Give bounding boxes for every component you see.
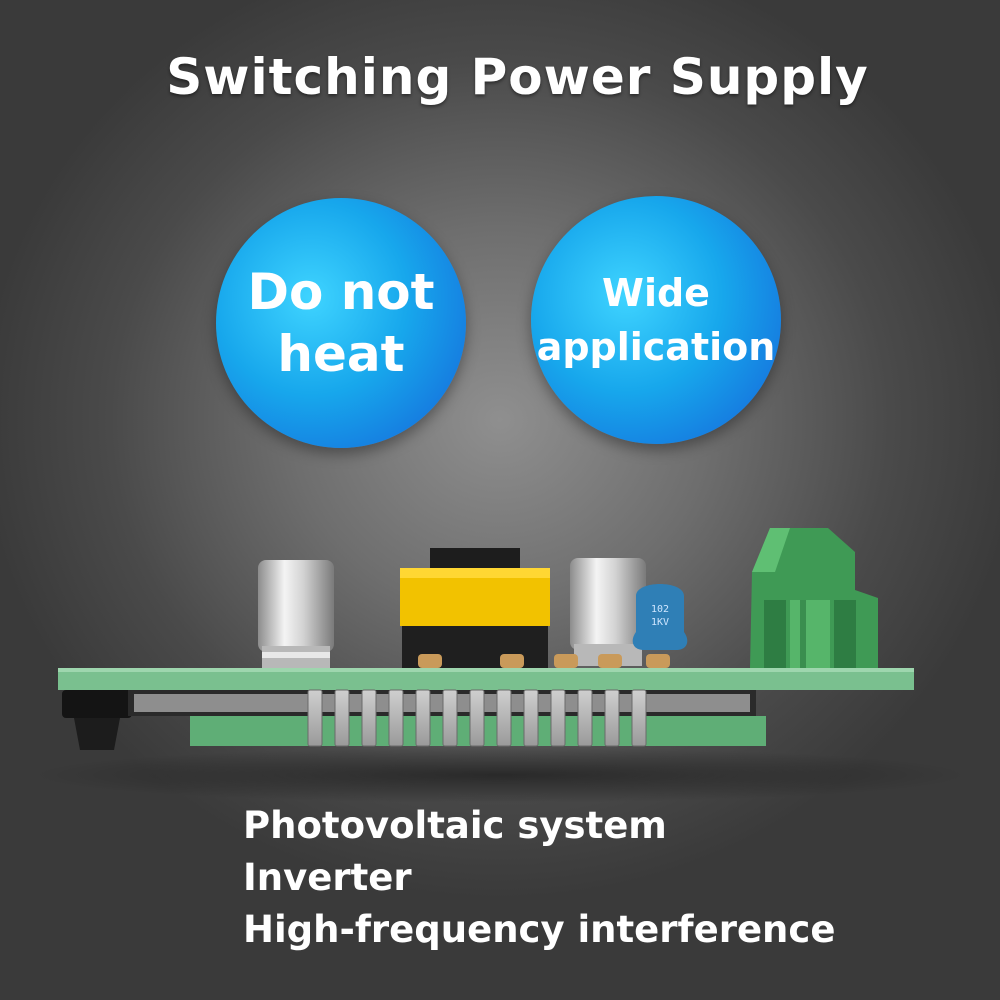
- header-pin: [550, 689, 566, 747]
- transformer: [400, 548, 550, 670]
- terminal-block: [750, 528, 878, 668]
- badge-wide-application: Wide application: [531, 196, 781, 444]
- badge-line: Do not: [247, 263, 435, 321]
- badge-line: application: [536, 325, 776, 369]
- mounting-knob: [62, 690, 132, 750]
- header-pin: [496, 689, 512, 747]
- ceramic-capacitor: 102 1KV: [632, 584, 688, 650]
- feature-item: High-frequency interference: [243, 908, 836, 951]
- header-pin: [631, 689, 647, 747]
- badge-line: Wide: [602, 271, 710, 315]
- header-pin: [307, 689, 323, 747]
- header-pin: [361, 689, 377, 747]
- page-title: Switching Power Supply: [166, 48, 869, 106]
- header-pin: [577, 689, 593, 747]
- header-pin: [469, 689, 485, 747]
- header-pin: [523, 689, 539, 747]
- header-pin: [388, 689, 404, 747]
- feature-list: Photovoltaic system Inverter High-freque…: [243, 800, 835, 956]
- badge-do-not-heat: Do not heat: [216, 198, 466, 448]
- floor-shadow: [30, 747, 970, 803]
- electrolytic-capacitor: [258, 560, 334, 668]
- header-window: [134, 694, 750, 712]
- header-pin: [415, 689, 431, 747]
- badge-line: heat: [277, 325, 405, 383]
- pcb-edge: [58, 668, 914, 672]
- feature-item: Photovoltaic system: [243, 804, 667, 847]
- header-pin: [334, 689, 350, 747]
- solder-pads: [418, 654, 670, 668]
- capacitor-marking: 102: [651, 604, 669, 615]
- capacitor-marking: 1KV: [651, 617, 669, 628]
- pcb-top: [58, 668, 914, 690]
- header-pins: [307, 689, 647, 747]
- electrolytic-capacitor: [570, 558, 646, 666]
- header-pin: [604, 689, 620, 747]
- header-pin: [442, 689, 458, 747]
- feature-item: Inverter: [243, 856, 412, 899]
